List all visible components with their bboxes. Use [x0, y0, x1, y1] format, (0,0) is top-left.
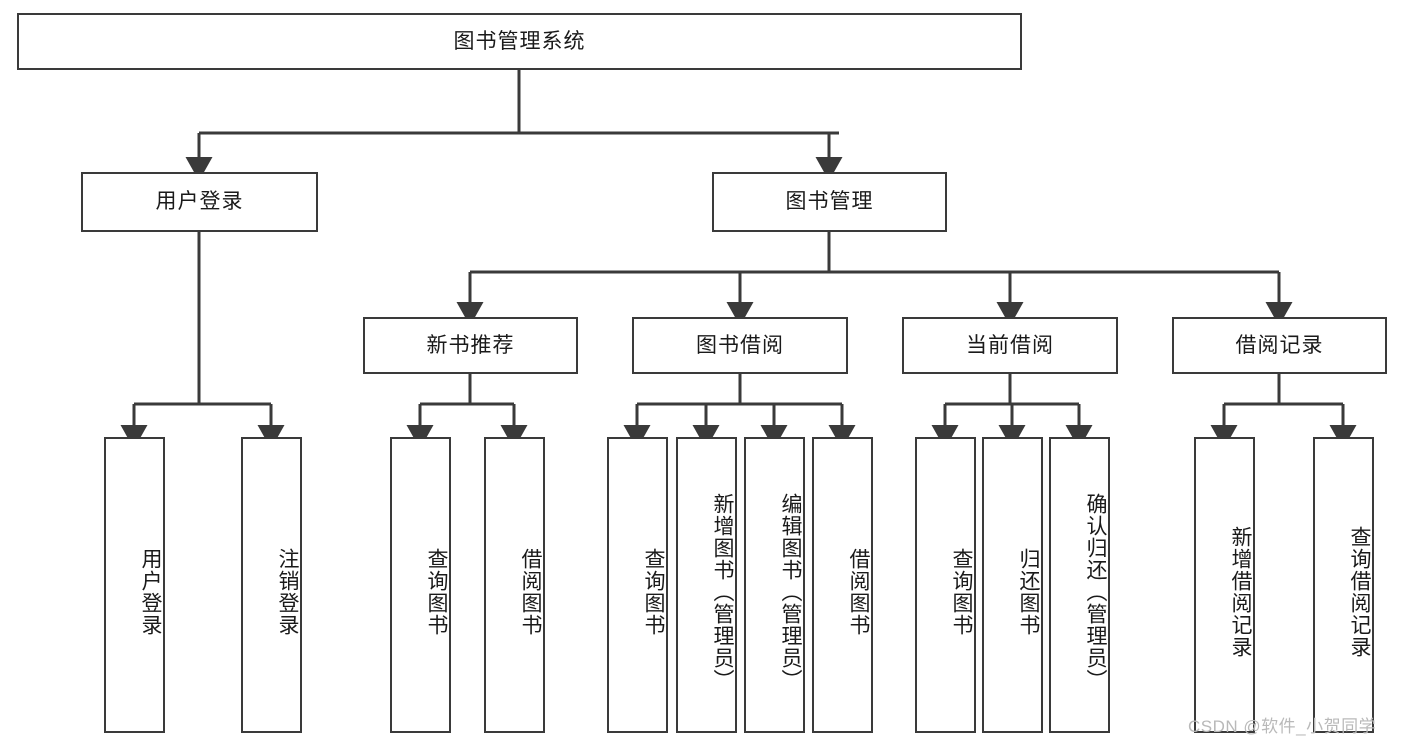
leaf-borrow-add-book-admin[interactable]: 新增图书（管理员） [676, 437, 737, 733]
node-label: 图书管理 [785, 190, 874, 214]
leaf-current-return-book[interactable]: 归还图书 [982, 437, 1043, 733]
leaf-recommend-query-book[interactable]: 查询图书 [390, 437, 451, 733]
node-label: 查询图书 [425, 548, 448, 636]
leaf-record-add-borrow-record[interactable]: 新增借阅记录 [1194, 437, 1255, 733]
node-label: 注销登录 [276, 548, 299, 636]
leaf-borrow-borrow-book[interactable]: 借阅图书 [812, 437, 873, 733]
leaf-borrow-edit-book-admin[interactable]: 编辑图书（管理员） [744, 437, 805, 733]
node-borrow-record[interactable]: 借阅记录 [1172, 317, 1387, 374]
node-label: 查询借阅记录 [1348, 526, 1371, 658]
node-label: 查询图书 [950, 548, 973, 636]
node-label: 新书推荐 [426, 333, 515, 357]
leaf-recommend-borrow-book[interactable]: 借阅图书 [484, 437, 545, 733]
csdn-watermark: CSDN @软件_小贺同学 [1188, 717, 1377, 736]
node-book-management[interactable]: 图书管理 [712, 172, 947, 232]
node-current-borrow[interactable]: 当前借阅 [902, 317, 1118, 374]
node-label: 当前借阅 [966, 333, 1054, 357]
node-user-login[interactable]: 用户登录 [81, 172, 318, 232]
node-label: 借阅图书 [519, 548, 542, 636]
node-label: 借阅记录 [1235, 333, 1324, 357]
leaf-record-query-borrow-record[interactable]: 查询借阅记录 [1313, 437, 1374, 733]
node-label: 新增图书（管理员） [711, 493, 734, 691]
node-label: 用户登录 [155, 190, 244, 214]
leaf-user-login-login[interactable]: 用户登录 [104, 437, 165, 733]
node-label: 图书管理系统 [453, 29, 586, 53]
node-book-borrow[interactable]: 图书借阅 [632, 317, 848, 374]
node-root-book-management-system[interactable]: 图书管理系统 [17, 13, 1022, 70]
node-label: 归还图书 [1017, 548, 1040, 636]
node-new-book-recommend[interactable]: 新书推荐 [363, 317, 578, 374]
leaf-current-query-book[interactable]: 查询图书 [915, 437, 976, 733]
leaf-borrow-query-book[interactable]: 查询图书 [607, 437, 668, 733]
node-label: 查询图书 [642, 548, 665, 636]
node-label: 用户登录 [139, 548, 162, 636]
node-label: 编辑图书（管理员） [779, 493, 802, 691]
leaf-current-confirm-return-admin[interactable]: 确认归还（管理员） [1049, 437, 1110, 733]
node-label: 借阅图书 [847, 548, 870, 636]
node-label: 新增借阅记录 [1229, 526, 1252, 658]
leaf-user-login-logout[interactable]: 注销登录 [241, 437, 302, 733]
node-label: 确认归还（管理员） [1084, 493, 1107, 691]
node-label: 图书借阅 [696, 333, 784, 357]
